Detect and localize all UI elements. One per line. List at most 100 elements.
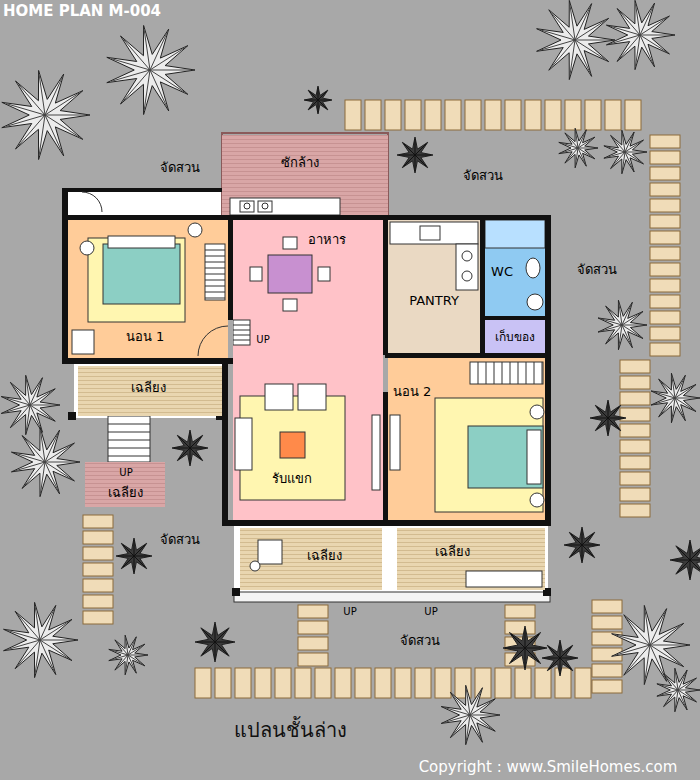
tree-canopy [4, 602, 78, 677]
tree-branches [174, 432, 206, 464]
tree-symbol [116, 538, 152, 574]
paving-stone [650, 295, 680, 308]
room-label: นอน 1 [126, 329, 164, 345]
tree-branches [15, 431, 77, 493]
furniture-line [233, 325, 250, 326]
tree-branches [399, 139, 431, 171]
furniture-line [205, 250, 225, 251]
tree-symbol [195, 622, 235, 662]
furniture-drawing [222, 135, 388, 215]
garden-label: จัดสวน [400, 633, 440, 649]
paving-stone [83, 515, 113, 528]
furniture-symbol [103, 244, 180, 304]
paving-stone [195, 668, 211, 698]
furniture-line [518, 362, 519, 384]
furniture-symbol [526, 258, 540, 278]
furniture-drawing [388, 220, 480, 353]
furniture-symbol [462, 251, 472, 261]
furniture-symbol [462, 271, 472, 281]
front-step [234, 592, 550, 602]
tree-canopy [195, 622, 235, 662]
furniture-symbol [240, 396, 345, 500]
paving-stone [620, 424, 650, 437]
furniture-symbol [435, 398, 543, 512]
tree-canopy [612, 605, 690, 684]
paving-stone [298, 621, 328, 634]
tree-canopy [397, 137, 433, 173]
copyright-note: Copyright : www.SmileHomes.com [419, 758, 678, 776]
tree-canopy [1, 375, 60, 434]
tree-canopy [441, 685, 500, 744]
furniture-symbol [250, 267, 262, 281]
tree-canopy [670, 540, 700, 580]
furniture-symbol [80, 241, 94, 255]
paving-stone [650, 135, 680, 148]
furniture-symbol [527, 430, 541, 484]
paving-stone [505, 100, 521, 130]
paving-stone [298, 637, 328, 650]
furniture-line [205, 262, 225, 263]
paving-stone [620, 392, 650, 405]
stair-label: UP [343, 606, 356, 618]
porch: เฉลียง [240, 528, 382, 590]
paving-stone [575, 668, 591, 698]
paving-stone [395, 668, 411, 698]
room-label: เฉลียง [435, 544, 470, 560]
paving-stone [625, 100, 641, 130]
tree-canopy [606, 0, 675, 69]
paving-stone [83, 531, 113, 544]
tree-symbol [559, 128, 598, 168]
paving-stone [585, 100, 601, 130]
paving-stone [620, 408, 650, 421]
tree-canopy [537, 0, 615, 79]
tree-branches [566, 529, 598, 561]
tree-canopy [11, 427, 80, 496]
stair-tread [108, 456, 150, 457]
furniture-symbol [233, 320, 250, 345]
paving-stone [365, 100, 381, 130]
tree-symbol [670, 540, 700, 580]
paving-stone [215, 668, 231, 698]
tree-branches [610, 4, 672, 66]
furniture-symbol [188, 223, 202, 237]
furniture-line [494, 362, 495, 384]
tree-symbol [503, 626, 547, 670]
paving-stone [650, 215, 680, 228]
furniture-line [205, 256, 225, 257]
furniture-symbol [108, 236, 175, 248]
laundry-outline [222, 133, 388, 217]
furniture-symbol [240, 201, 254, 212]
paving-stone [315, 668, 331, 698]
bedroom: นอน 1 [68, 220, 228, 358]
tree-symbol [4, 602, 78, 677]
furniture-drawing [233, 362, 383, 520]
furniture-line [502, 362, 503, 384]
tree-branches [606, 132, 645, 171]
tree-branches [111, 30, 190, 110]
paving-stone [592, 680, 622, 693]
furniture-symbol [72, 330, 94, 354]
tree-canopy [604, 130, 647, 174]
paving-stone [650, 167, 680, 180]
paving-stone [650, 279, 680, 292]
tree-symbol [612, 605, 690, 684]
porch: เฉลียง [397, 528, 545, 590]
furniture-group [230, 198, 340, 215]
room-label: WC [491, 264, 513, 280]
paving-stone [650, 199, 680, 212]
tree-canopy [598, 300, 647, 349]
tree-branches [672, 542, 700, 578]
laundry-room: ซักล้าง [222, 135, 388, 215]
tree-symbol [537, 0, 615, 79]
tree-symbol [441, 685, 500, 744]
paving-stone [650, 343, 680, 356]
tree-canopy [651, 373, 700, 422]
furniture-group [390, 222, 478, 290]
paving-stone [475, 668, 491, 698]
paving-stone [435, 668, 451, 698]
tree-canopy [109, 635, 148, 675]
tree-symbol [172, 430, 208, 466]
room-label: เก็บของ [495, 330, 535, 344]
